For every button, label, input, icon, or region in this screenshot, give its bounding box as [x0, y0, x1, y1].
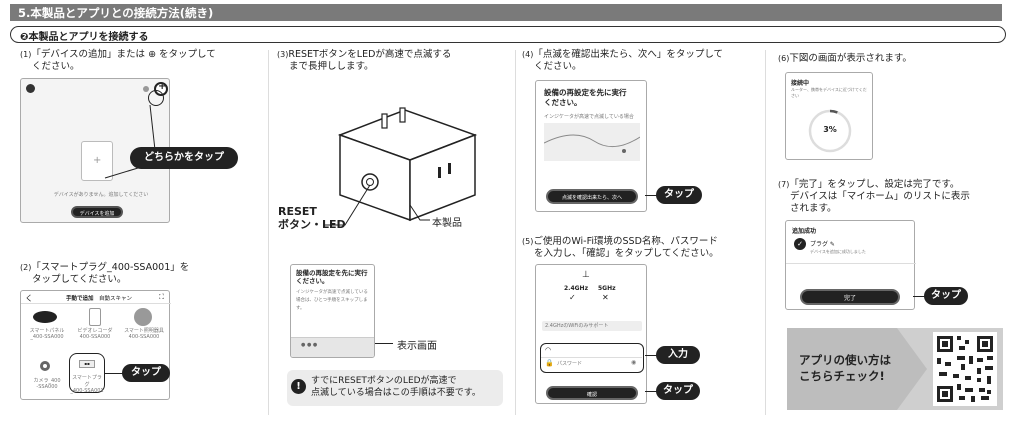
- step-5-text: (5)ご使用のWi-Fi環境のSSD名称、パスワード を入力し、「確認」をタップ…: [522, 236, 719, 259]
- tap-callout: タップ: [924, 287, 968, 305]
- screen-sub-text: インジケータが高速で点滅している場合: [544, 114, 634, 120]
- note-text: すでにRESETボタンのLEDが高速で 点滅している場合はこの手順は不要です。: [311, 376, 481, 398]
- phone-screen-add-success: 追加成功 ✓ プラグ ✎ デバイスを追加に成功しました 完了: [785, 220, 916, 310]
- tap-callout: タップ: [122, 364, 170, 382]
- smart-plug-icon: ▪▪: [79, 360, 95, 368]
- device-name: プラグ ✎: [810, 241, 835, 248]
- step-3-text: (3)RESETボタンをLEDが高速で点滅する まで長押しします。: [277, 49, 452, 72]
- password-field[interactable]: パスワード: [557, 361, 583, 367]
- router-icon: ⊥: [582, 270, 590, 280]
- done-button[interactable]: 完了: [800, 289, 900, 305]
- input-callout: 入力: [656, 346, 700, 364]
- wifi-icon: ◠: [545, 346, 552, 354]
- success-check-icon: ✓: [794, 238, 806, 250]
- phone-screen-reset-instructions: 設備の再設定を先に実行 ください。 インジケータが高速で点滅している場合は、ひと…: [290, 264, 375, 358]
- qr-code-icon[interactable]: [933, 332, 997, 406]
- callout-pointer-lines: [104, 104, 156, 179]
- band-24ghz: 2.4GHz: [564, 285, 589, 292]
- empty-list-text: デバイスがありません。追加してください: [53, 192, 149, 198]
- connecting-title: 接続中: [791, 80, 810, 87]
- column-divider: [515, 50, 516, 415]
- progress-percent: 3%: [823, 125, 837, 134]
- reset-button-led-label: RESET ボタン・LED: [278, 205, 346, 231]
- tab-manual-add[interactable]: 手動で追加: [66, 296, 94, 302]
- step-7-text: (7)「完了」をタップし、設定は完了です。 デバイスは「マイホーム」のリストに表…: [778, 179, 970, 214]
- device-item-label[interactable]: カメラ_400-SSA000: [33, 378, 61, 390]
- confirm-button[interactable]: 確認: [546, 386, 638, 400]
- device-panel-icon: [33, 311, 57, 323]
- profile-icon: [26, 84, 35, 93]
- success-sub-text: デバイスを追加に成功しました: [810, 249, 866, 254]
- screen-body-text: インジケータが高速で点滅している場合は、ひとつ手順をスキップします。: [296, 290, 368, 311]
- band-5ghz: 5GHz: [598, 285, 616, 292]
- screen-footer-strip: ● ● ●: [291, 337, 374, 357]
- smart-plug-highlight[interactable]: ▪▪ スマートプラグ_400-SSA001: [69, 353, 105, 394]
- blink-confirmed-next-button[interactable]: 点滅を確認出来たら、次へ: [546, 189, 638, 204]
- phone-screen-blink-confirm: 設備の再設定を先に実行 ください。 インジケータが高速で点滅している場合 点滅を…: [535, 80, 647, 212]
- wifi-input-group: ◠ 🔒 パスワード ◉: [540, 343, 644, 373]
- empty-document-icon: +: [81, 141, 113, 181]
- subsection-pill: ❷本製品とアプリを接続する: [10, 26, 1006, 43]
- success-title: 追加成功: [792, 228, 817, 235]
- app-guide-text: アプリの使い方は こちらチェック!: [799, 353, 891, 383]
- tab-auto-scan[interactable]: 自動スキャン: [99, 296, 133, 302]
- connecting-sub-text: ルーター、携帯をデバイスに近づけてください: [791, 87, 867, 98]
- column-divider: [765, 50, 766, 415]
- step-1-text: (1)「デバイスの追加」または ⊕ をタップして ください。: [20, 49, 216, 72]
- eye-icon[interactable]: ◉: [631, 359, 637, 366]
- add-device-button[interactable]: デバイスを追加: [71, 206, 123, 218]
- tap-callout: タップ: [656, 382, 700, 400]
- app-guide-panel: アプリの使い方は こちらチェック!: [787, 328, 1003, 410]
- display-screen-label: 表示画面: [397, 341, 437, 352]
- tap-callout: タップ: [656, 186, 702, 204]
- back-icon[interactable]: く: [25, 294, 33, 303]
- mic-icon: [143, 86, 149, 92]
- instruction-image: [543, 123, 641, 161]
- phone-screen-add-device: く 手動で追加 自動スキャン ⛶ スマートパネル_400-SSA000 ビデオレ…: [20, 290, 171, 400]
- lock-icon: 🔒: [545, 359, 554, 367]
- check-icon: ✓: [569, 293, 576, 302]
- note-box: ! すでにRESETボタンのLEDが高速で 点滅している場合はこの手順は不要です…: [287, 370, 503, 406]
- exclamation-icon: !: [291, 379, 306, 394]
- step-2-text: (2)「スマートプラグ_400-SSA001」を タップしてください。: [20, 262, 190, 285]
- product-label: 本製品: [432, 218, 462, 229]
- support-note: 2.4GHzのWiFiのみサポート: [542, 321, 642, 331]
- scan-icon[interactable]: ⛶: [159, 293, 164, 301]
- section-header-bar: 5.本製品とアプリとの接続方法(続き): [10, 4, 1002, 21]
- highlight-ring-plus: [148, 90, 164, 106]
- device-item-label[interactable]: スマートパネル_400-SSA000: [29, 328, 65, 340]
- column-divider: [268, 50, 269, 415]
- device-light-icon: [134, 308, 152, 326]
- section-header-title: 5.本製品とアプリとの接続方法(続き): [18, 6, 214, 20]
- step-4-text: (4)「点滅を確認出来たら、次へ」をタップして ください。: [522, 49, 724, 72]
- device-camera-icon: [40, 361, 50, 371]
- either-tap-callout: どちらかをタップ: [130, 147, 238, 169]
- screen-title: 設備の再設定を先に実行 ください。: [296, 269, 368, 285]
- label-pointer-lines: [325, 184, 430, 226]
- device-item-label[interactable]: スマートプラグ_400-SSA001: [70, 375, 104, 394]
- screen-title: 設備の再設定を先に実行 ください。: [544, 88, 627, 107]
- phone-screen-connecting: 接続中 ルーター、携帯をデバイスに近づけてください 3%: [785, 72, 873, 160]
- phone-screen-wifi-setup: ⊥ 2.4GHz 5GHz ✓ ✕ 2.4GHzのWiFiのみサポート ◠ 🔒 …: [535, 264, 647, 404]
- device-recorder-icon: [89, 308, 101, 326]
- smart-plug-device-illustration: [337, 107, 478, 222]
- subsection-title: ❷本製品とアプリを接続する: [20, 32, 149, 43]
- step-6-text: (6)下図の画面が表示されます。: [778, 53, 912, 64]
- cross-icon: ✕: [602, 293, 609, 302]
- progress-ring: [808, 109, 852, 153]
